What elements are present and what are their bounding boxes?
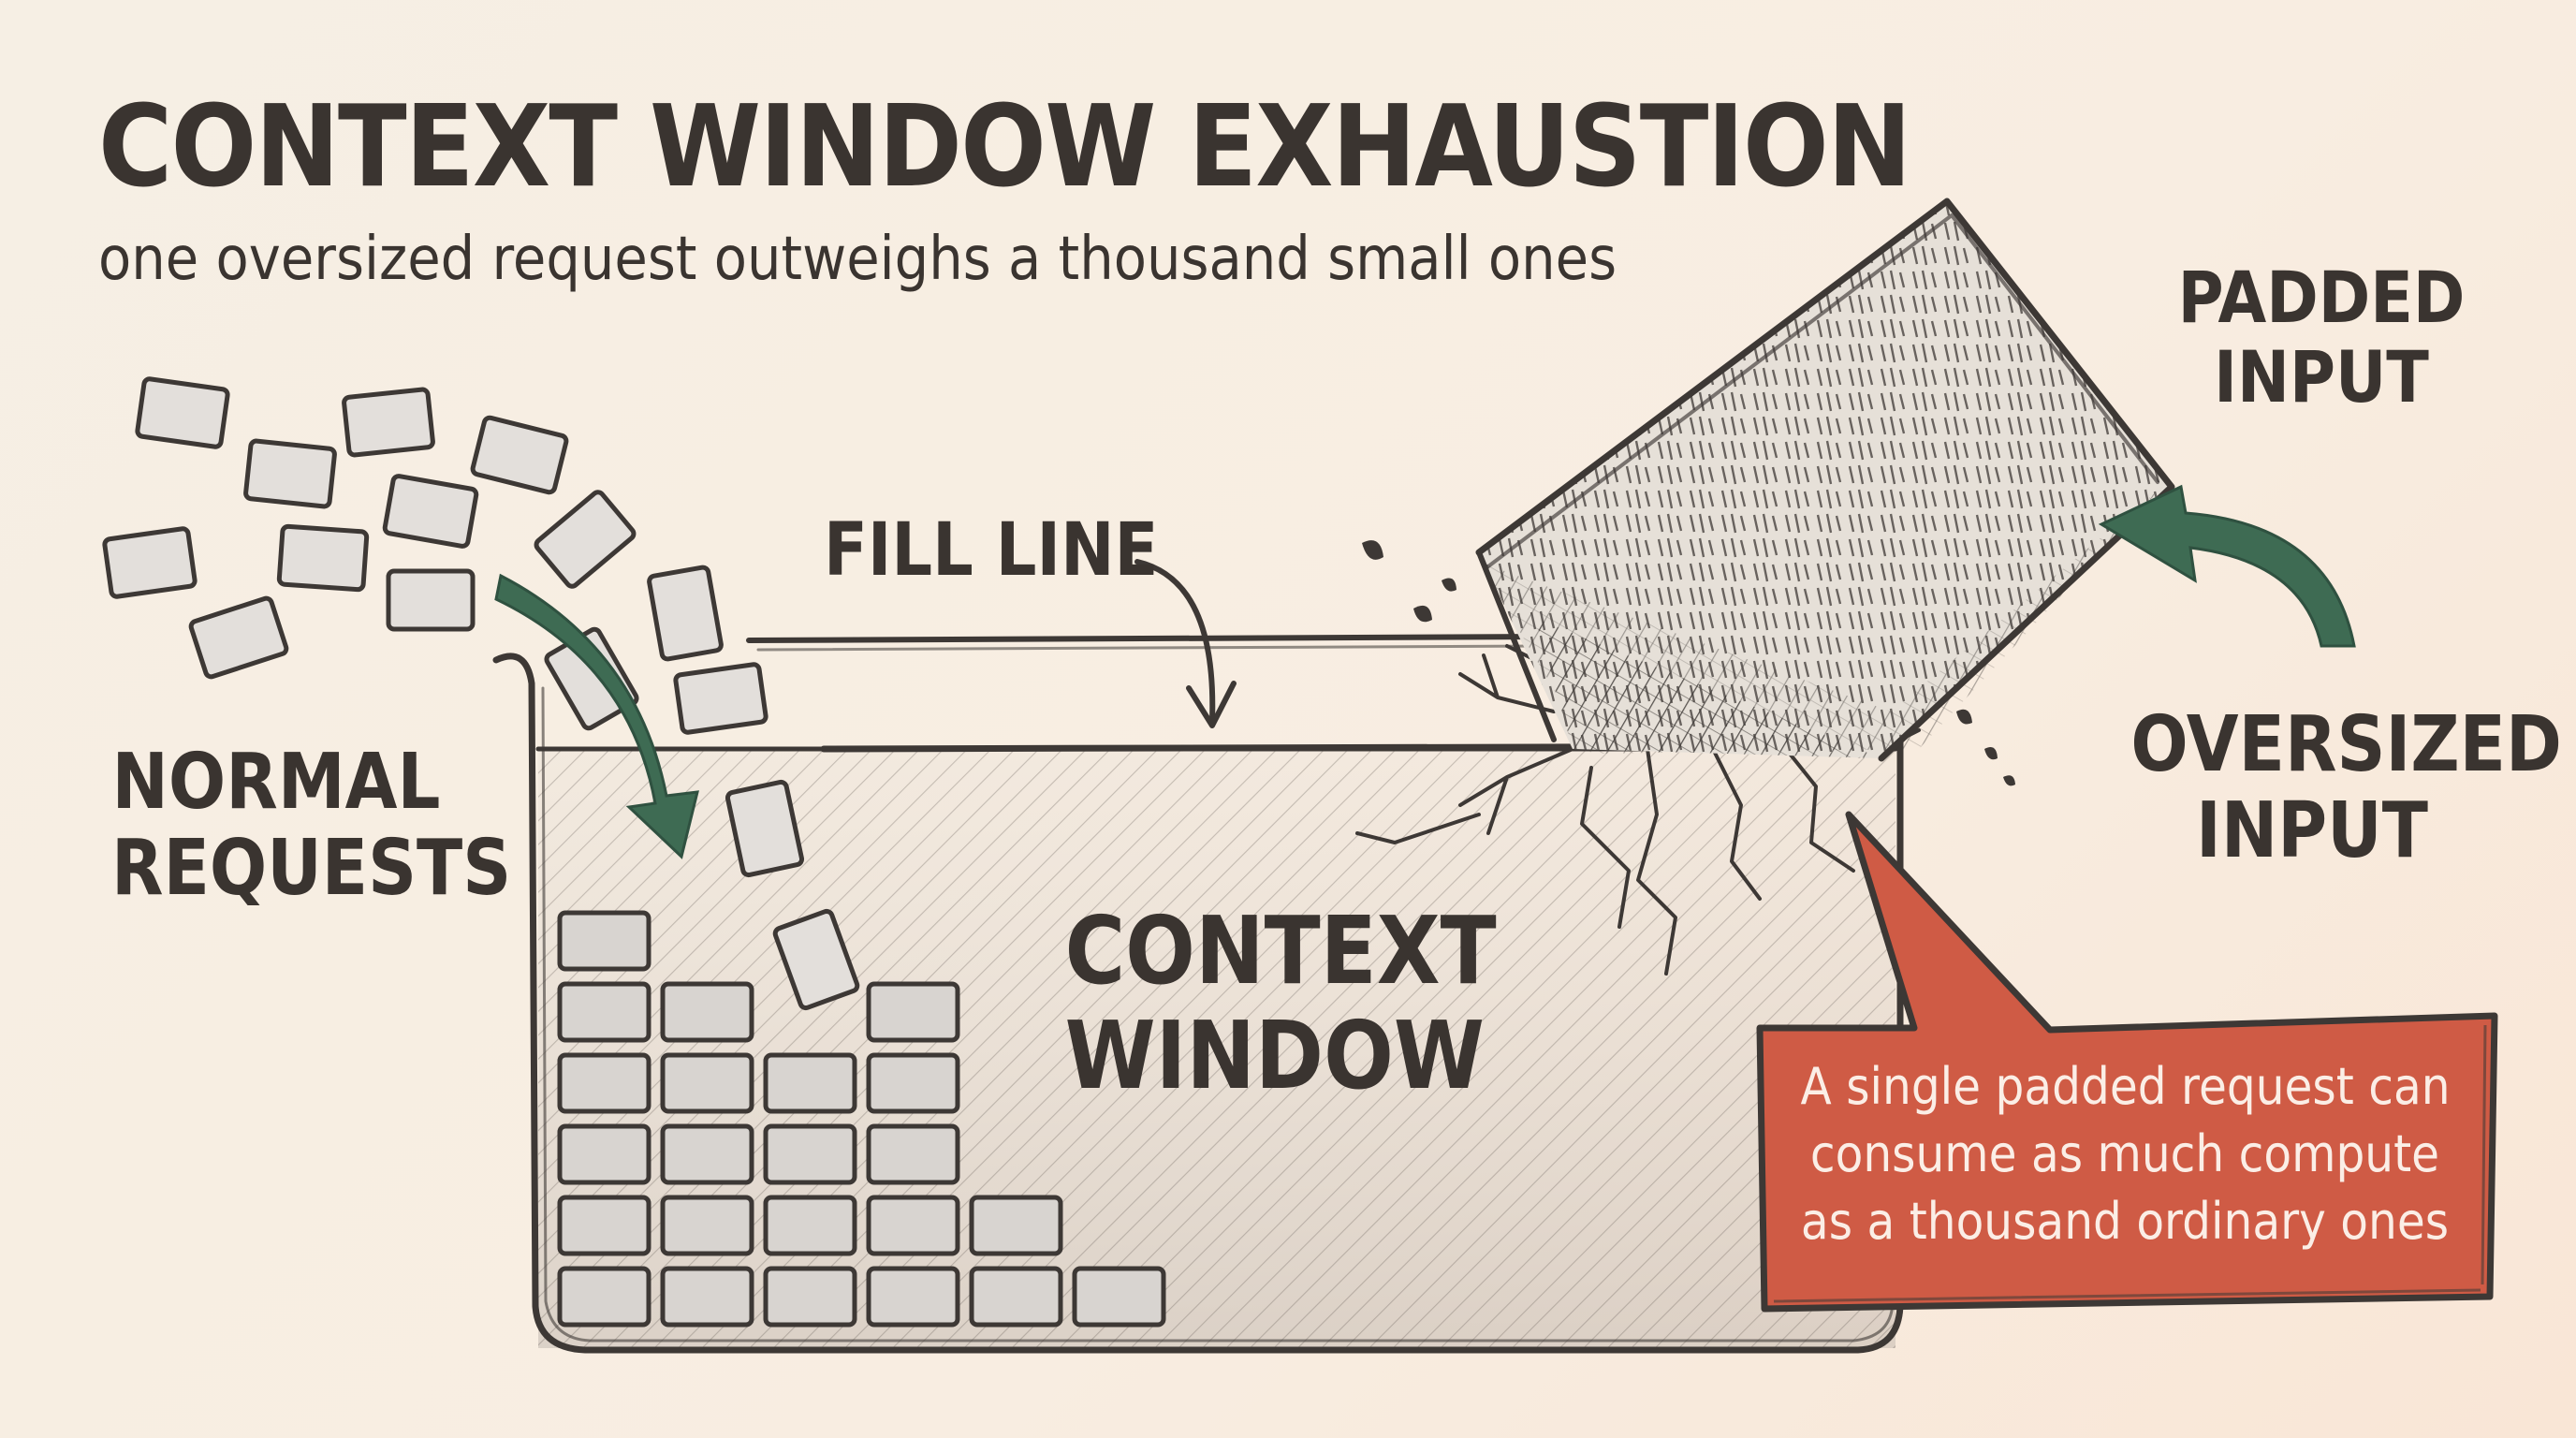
request-block [969,1266,1063,1328]
request-block [557,1052,651,1114]
normal-requests-label: NORMAL REQUESTS [111,738,512,913]
context-window-label: CONTEXT WINDOW [1064,896,1497,1110]
request-block [470,415,569,495]
request-block [557,910,651,972]
request-block [673,662,768,735]
request-block [188,595,289,680]
stacked-requests [557,910,1166,1328]
request-block [243,438,337,509]
request-block [660,1266,754,1328]
request-block [135,376,230,449]
request-block [386,568,476,632]
request-block [724,779,805,878]
padded-input-label: PADDED INPUT [2177,256,2466,419]
curved-down-arrow-icon [494,573,699,859]
request-block [763,1195,857,1256]
request-block [557,981,651,1043]
curved-pointer-arrow-icon [1134,559,1237,728]
oversized-input-label: OVERSIZED INPUT [2130,700,2562,875]
request-block [763,1266,857,1328]
callout-box [1756,811,2498,1313]
fill-line-label: FILL LINE [824,508,1159,593]
request-block [557,1195,651,1256]
request-block [660,1195,754,1256]
request-block [557,1266,651,1328]
request-block [557,1123,651,1185]
request-block [382,474,479,549]
request-block [342,387,435,458]
request-block [866,1123,960,1185]
request-block [866,1195,960,1256]
request-block [647,565,724,662]
page-title: CONTEXT WINDOW EXHAUSTION [98,82,1911,213]
request-block [1072,1266,1166,1328]
request-block [276,523,370,593]
callout-text: A single padded request can consume as m… [1800,1057,2451,1251]
request-block [660,1052,754,1114]
request-block [866,1266,960,1328]
request-block [534,490,637,589]
page-subtitle: one oversized request outweighs a thousa… [98,225,1617,294]
request-block [866,1052,960,1114]
request-block [866,981,960,1043]
request-block [763,1052,857,1114]
curved-up-arrow-icon [2098,484,2356,648]
request-block [660,981,754,1043]
splash-droplets [1362,540,2015,786]
falling-requests [102,376,860,1011]
padded-input-block [1475,198,2175,762]
fill-line [746,634,1557,652]
request-block [763,1123,857,1185]
request-block [660,1123,754,1185]
request-block [969,1195,1063,1256]
request-block [772,908,860,1011]
request-block [102,526,198,599]
